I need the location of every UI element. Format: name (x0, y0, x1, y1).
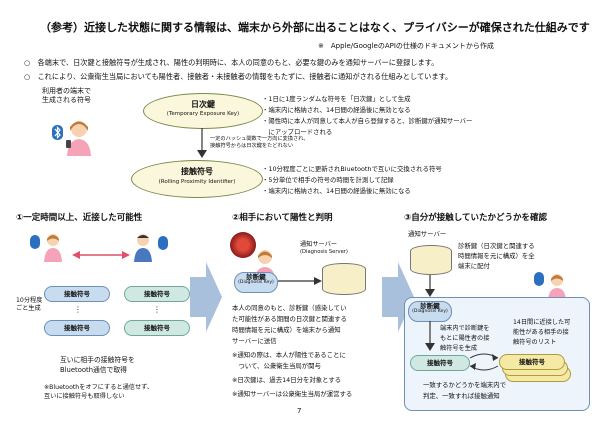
page-title: （参考）近接した状態に関する情報は、端末から外部に出ることはなく、プライバシーが… (40, 21, 590, 34)
contact-code-pill: 接触符号 (44, 286, 110, 302)
bluetooth-icon (30, 235, 40, 249)
flow-arrow-icon (190, 262, 222, 332)
step3-match: 一致するかどうかを端末内で 判定、一致すれば接触通知 (423, 381, 507, 400)
step1-footnote: ※Bluetoothをオフにすると通信せず、 互いに接触符号も取得しない (44, 384, 154, 401)
upload-arrow-icon (278, 277, 322, 285)
top-caption: 利用者の端末で 生成される符号 (42, 87, 91, 104)
source-note: ※ Apple/GoogleのAPIの仕様のドキュメントから作成 (318, 42, 494, 50)
daily-key-description: ・1日に1度ランダムな符号を「日次鍵」として生成 ・端末内に格納され、14日間の… (262, 95, 473, 136)
bullet-2: ○ これにより、公衆衛生当局においても陽性者、接触者・未接触者の情報をもたずに、… (24, 72, 453, 81)
contact-code-pill: 接触符号 (410, 355, 470, 371)
step3-distribute: 診断鍵（日次鍵と関連する 時間情報を元に構成）を全 端末に配付 (458, 242, 535, 270)
person-illustration-icon (62, 118, 96, 156)
contact-code-description: ・10分程度ごとに更新されBluetoothで互いに交換される符号 ・5分単位で… (262, 165, 442, 195)
step1-heading: ①一定時間以上、近接した可能性 (16, 213, 143, 223)
bluetooth-icon (52, 125, 63, 140)
step2-body: 本人の同意のもと、診断鍵（感染してい た可能性がある期間の日次鍵と関連する 時間… (232, 304, 348, 345)
step1-caption: 互いに相手の接触符号を Bluetooth通信で取得 (60, 356, 135, 374)
ellipsis-dots: ⋮ (153, 305, 161, 314)
contact-code-pill: 接触符号 (124, 320, 190, 336)
down-arrow-icon (425, 321, 435, 351)
hash-note: 一定のハッシュ関数で一方向に変換され、 接触符号からは日次鍵をたどれない (210, 136, 309, 150)
step3-heading: ③自分が接触していたかどうかを確認 (404, 213, 547, 223)
diagnosis-key-pill: 診断鍵 (Diagnosis Key) (234, 272, 278, 293)
download-arrow-icon (425, 275, 435, 297)
contact-code-pill: 接触符号 (44, 320, 110, 336)
down-arrow-icon (197, 128, 207, 158)
contact-list-pill: 接触符号 (499, 354, 565, 370)
notification-server-cylinder (410, 245, 452, 275)
contact-code-ellipse: 接触符号 (Rolling Proximity Identifier) (131, 160, 263, 198)
person-right-icon (130, 232, 156, 262)
page-number: 7 (297, 407, 302, 415)
person-left-icon (40, 232, 66, 262)
exchange-arrow-icon (72, 251, 130, 259)
person-check-icon (544, 272, 570, 300)
notification-server-cylinder (322, 263, 366, 295)
diagnosis-key-pill: 診断鍵 (Diagnosis Key) (408, 301, 452, 322)
virus-icon (230, 232, 256, 258)
step2-heading: ②相手において陽性と判明 (232, 213, 333, 223)
step3-derive: 端末内で診断鍵を もとに陽性者の接 触符号を生成 (440, 325, 490, 352)
step3-server-label: 通知サーバー (408, 230, 447, 238)
bullet-1: ○ 各端末で、日次鍵と接触符号が生成され、陽性の判明時に、本人の同意のもと、必要… (24, 58, 439, 67)
step3-list-caption: 14日間に近接した可 能性がある相手の接 触符号のリスト (513, 319, 571, 346)
match-arrows-icon (469, 353, 499, 371)
step1-side-note: 10分程度 ごと生成 (16, 297, 43, 313)
daily-key-ellipse: 日次鍵 (Temporary Exposure Key) (143, 93, 263, 129)
step2-server-label: 通知サーバー (Diagnosis Server) (300, 241, 348, 256)
step2-notes: ※通知の際は、本人が陽性であることに ついて、公衆衛生当局が関与 ※日次鍵は、過… (232, 351, 353, 398)
bluetooth-icon (534, 272, 544, 286)
contact-code-pill: 接触符号 (124, 286, 190, 302)
ellipsis-dots: ⋮ (74, 305, 82, 314)
bluetooth-icon (158, 236, 168, 250)
